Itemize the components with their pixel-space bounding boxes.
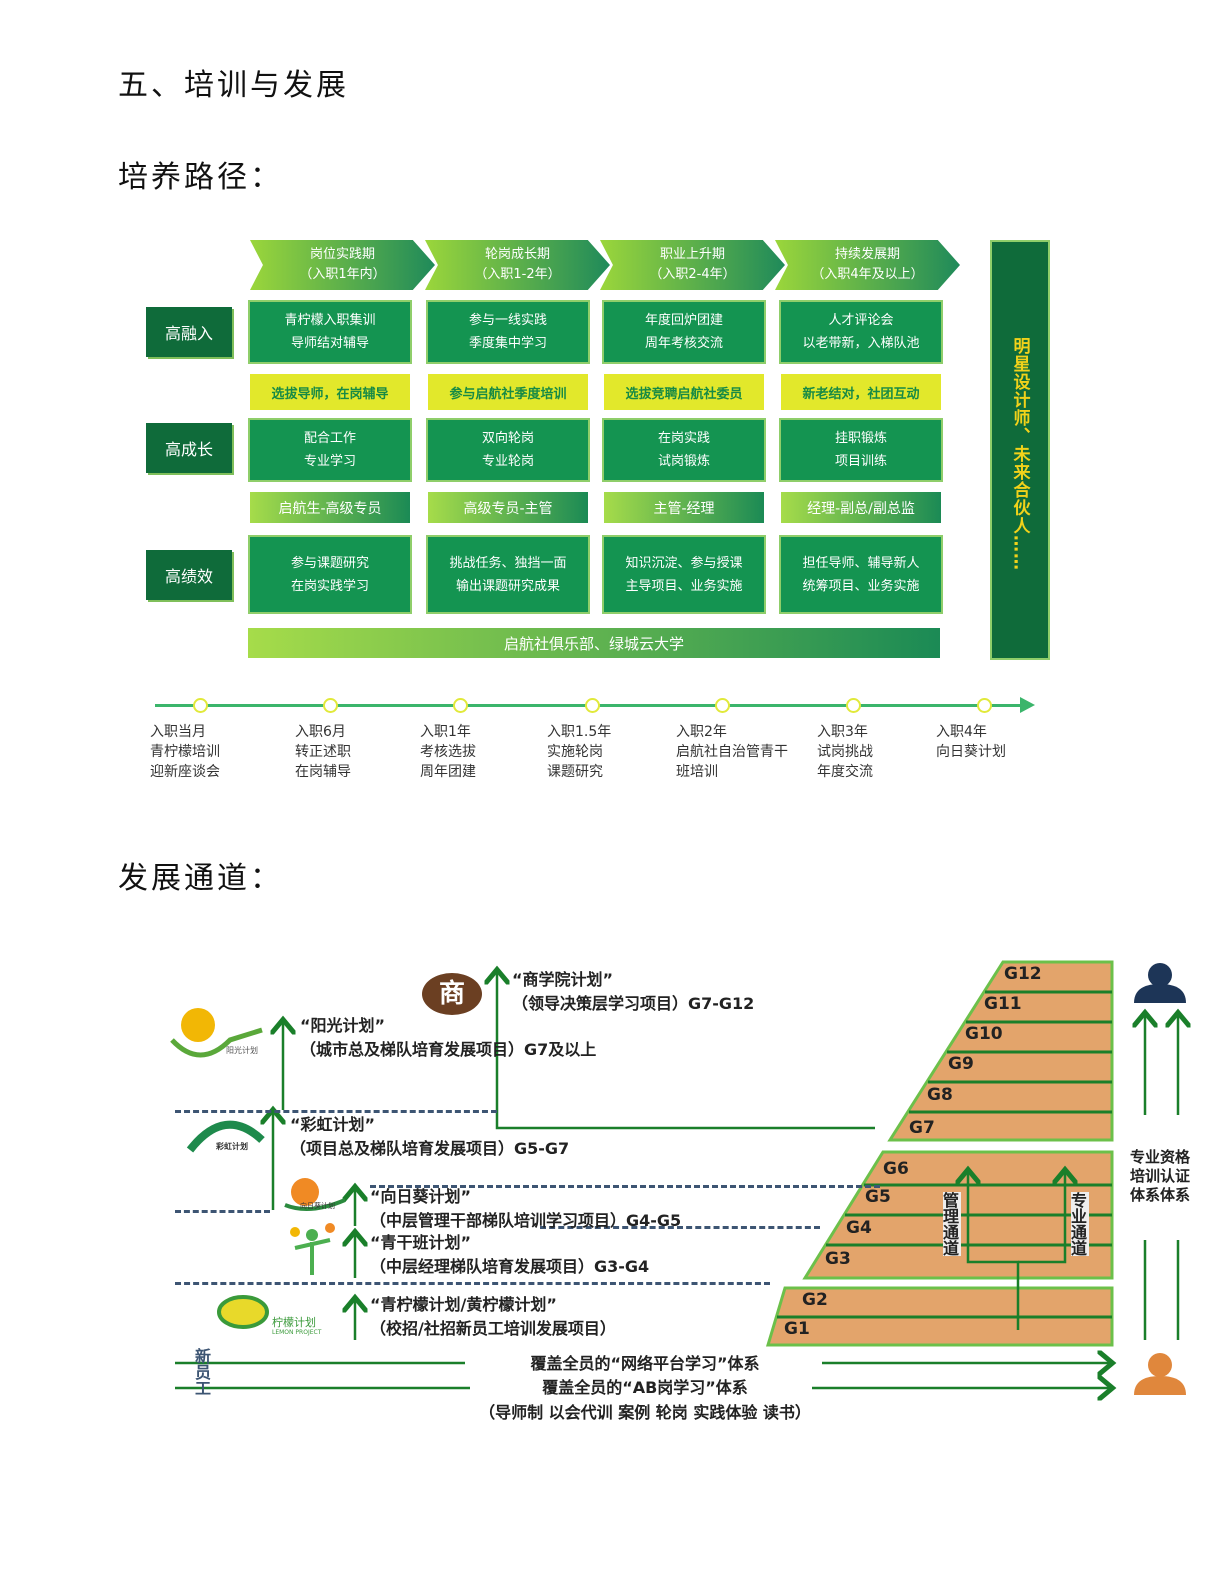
business-school-program: “商学院计划”（领导决策层学习项目）G7-G12	[512, 970, 755, 1013]
young-cadre-program: “青干班计划”（中层经理梯队培育发展项目）G3-G4	[370, 1233, 650, 1276]
system-network-learning: 覆盖全员的“网络平台学习”体系	[530, 1354, 760, 1373]
performance-cell: 参与课题研究在岗实践学习	[250, 537, 410, 612]
grade-label: G8	[927, 1085, 953, 1105]
divider-dashed	[540, 1226, 820, 1229]
performance-cell: 担任导师、辅导新人统筹项目、业务实施	[781, 537, 941, 612]
grade-label: G4	[846, 1218, 872, 1238]
rainbow-program: “彩虹计划”（项目总及梯队培育发展项目）G5-G7	[290, 1115, 570, 1158]
timeline-label: 入职4年向日葵计划	[936, 724, 1006, 760]
highlight-cell: 选拔导师，在岗辅导	[250, 374, 410, 410]
timeline-node	[977, 698, 992, 713]
lemon-program: “青柠檬计划/黄柠檬计划”（校招/社招新员工培训发展项目）	[370, 1295, 616, 1338]
phase-3: 职业上升期（入职2-4年）	[600, 240, 785, 290]
professional-channel-label: 专业通道	[1068, 1192, 1089, 1256]
grade-label: G1	[784, 1319, 810, 1339]
timeline-node	[715, 698, 730, 713]
growth-cell: 挂职锻炼项目训练	[781, 420, 941, 480]
sunflower-logo	[284, 1178, 346, 1211]
timeline-label: 入职当月青柠檬培训迎新座谈会	[150, 724, 220, 780]
timeline-label: 入职2年启航社自治管青干班培训	[676, 724, 788, 780]
section-title: 五、培训与发展	[118, 68, 349, 103]
integration-cell: 青柠檬入职集训导师结对辅导	[250, 302, 410, 362]
side-bar: 明星设计师、未来合伙人……	[992, 242, 1048, 658]
management-channel-label: 管理通道	[940, 1192, 961, 1256]
grade-label: G10	[965, 1024, 1003, 1044]
growth-cell: 配合工作专业学习	[250, 420, 410, 480]
level-cell: 启航生-高级专员	[250, 492, 410, 523]
rainbow-logo-text: 彩虹计划	[216, 1142, 248, 1151]
grade-label: G11	[984, 994, 1022, 1014]
sunshine-logo	[170, 1008, 263, 1058]
path-heading: 培养路径：	[118, 160, 283, 195]
sunshine-logo-text: 阳光计划	[226, 1046, 258, 1055]
timeline-label: 入职1.5年实施轮岗课题研究	[547, 724, 612, 780]
highlight-cell: 新老结对，社团互动	[781, 374, 941, 410]
timeline-node	[585, 698, 600, 713]
person-icon-top	[1134, 963, 1186, 1003]
timeline-node	[323, 698, 338, 713]
divider-dashed	[175, 1210, 270, 1213]
timeline-node	[193, 698, 208, 713]
level-cell: 高级专员-主管	[428, 492, 588, 523]
highlight-cell: 参与启航社季度培训	[428, 374, 588, 410]
grade-label: G12	[1004, 964, 1042, 984]
level-cell: 主管-经理	[604, 492, 764, 523]
timeline-label: 入职6月转正述职在岗辅导	[295, 724, 351, 780]
integration-cell: 参与一线实践季度集中学习	[428, 302, 588, 362]
performance-cell: 挑战任务、独挡一面输出课题研究成果	[428, 537, 588, 612]
sunflower-logo-text: 向日葵计划	[300, 1202, 335, 1210]
grade-label: G3	[825, 1249, 851, 1269]
level-cell: 经理-副总/副总监	[781, 492, 941, 523]
divider-dashed	[175, 1282, 770, 1285]
system-methods: （导师制 以会代训 案例 轮岗 实践体验 读书）	[479, 1403, 811, 1422]
highlight-cell: 选拔竞聘启航社委员	[604, 374, 764, 410]
integration-cell: 人才评论会以老带新，入梯队池	[781, 302, 941, 362]
bottom-bar: 启航社俱乐部、绿城云大学	[248, 628, 940, 658]
sunflower-program: “向日葵计划”（中层管理干部梯队培训学习项目）G4-G5	[370, 1187, 682, 1230]
grade-label: G7	[909, 1118, 935, 1138]
person-icon-bottom	[1134, 1353, 1186, 1395]
divider-dashed	[175, 1110, 497, 1113]
grade-label: G6	[883, 1159, 909, 1179]
channel-heading: 发展通道：	[118, 861, 283, 896]
timeline-node	[453, 698, 468, 713]
phase-2: 轮岗成长期（入职1-2年）	[425, 240, 610, 290]
row-label-integration: 高融入	[146, 307, 232, 357]
divider-dashed	[370, 1185, 880, 1188]
row-label-growth: 高成长	[146, 423, 232, 473]
young-cadre-logo	[290, 1223, 335, 1275]
growth-cell: 在岗实践试岗锻炼	[604, 420, 764, 480]
grade-label: G2	[802, 1290, 828, 1310]
row-label-performance: 高绩效	[146, 550, 232, 600]
grade-label: G9	[948, 1054, 974, 1074]
upper-pyramid	[765, 960, 1114, 1347]
new-employee-label: 新员工	[192, 1348, 211, 1396]
rainbow-logo	[186, 1120, 265, 1153]
growth-cell: 双向轮岗专业轮岗	[428, 420, 588, 480]
performance-cell: 知识沉淀、参与授课主导项目、业务实施	[604, 537, 764, 612]
integration-cell: 年度回炉团建周年考核交流	[604, 302, 764, 362]
system-ab-learning: 覆盖全员的“AB岗学习”体系	[542, 1378, 748, 1397]
business-school-logo: 商	[422, 973, 482, 1015]
phase-4: 持续发展期（入职4年及以上）	[775, 240, 960, 290]
timeline-arrow-icon	[1020, 697, 1035, 713]
phase-1: 岗位实践期（入职1年内）	[250, 240, 435, 290]
side-bar-text: 明星设计师、未来合伙人……	[1009, 337, 1030, 571]
timeline-label: 入职3年试岗挑战年度交流	[817, 724, 873, 780]
sunshine-program: “阳光计划”（城市总及梯队培育发展项目）G7及以上	[300, 1016, 597, 1059]
timeline-label: 入职1年考核选拔周年团建	[420, 724, 476, 780]
lemon-logo	[217, 1295, 269, 1329]
certification-label: 专业资格培训认证体系体系	[1130, 1148, 1191, 1204]
timeline-node	[846, 698, 861, 713]
grade-label: G5	[865, 1187, 891, 1207]
